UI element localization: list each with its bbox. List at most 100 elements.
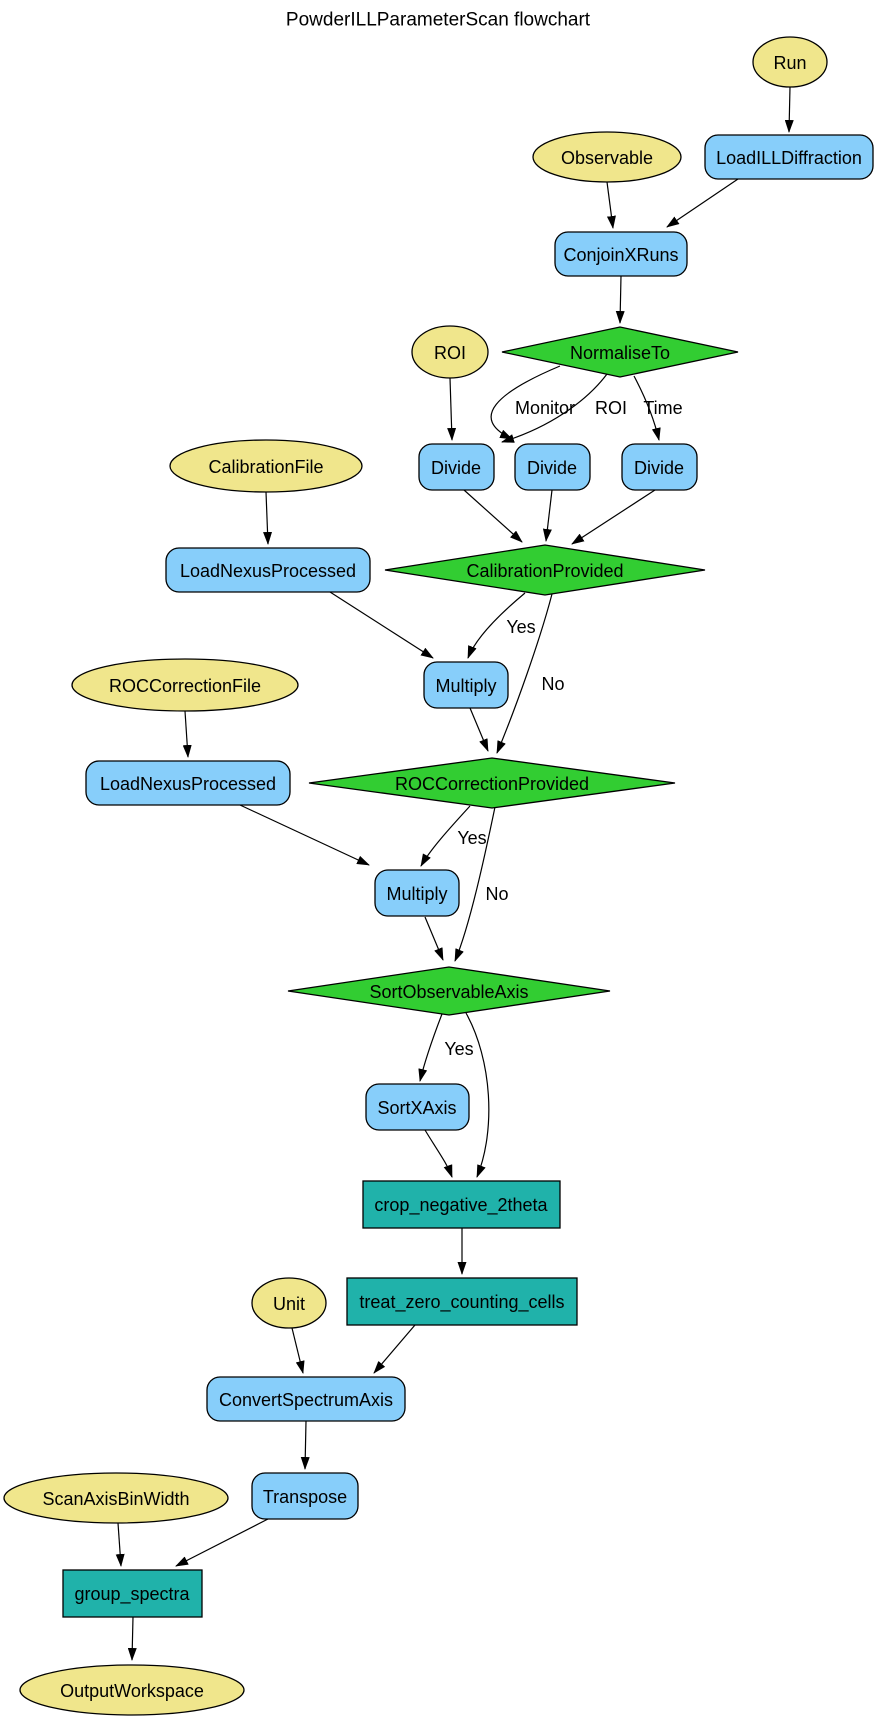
calibration-provided-label: CalibrationProvided <box>466 561 623 581</box>
sort-x-axis-label: SortXAxis <box>377 1098 456 1118</box>
node-divide-monitor: Divide <box>418 443 495 491</box>
load-nexus-processed-calibration-label: LoadNexusProcessed <box>180 561 356 581</box>
edge-convertspectrumaxis-to-transpose <box>300 1420 310 1470</box>
divide-monitor-box <box>418 443 495 491</box>
observable-ellipse <box>532 131 682 183</box>
run-label: Run <box>773 53 806 73</box>
edge-normaliseto-time-to-divide <box>633 375 661 441</box>
node-run: Run <box>752 36 828 88</box>
observable-label: Observable <box>561 148 653 168</box>
treat-zero-counting-cells-label: treat_zero_counting_cells <box>359 1292 564 1313</box>
roi-label: ROI <box>434 343 466 363</box>
edge-transpose-to-groupspectra <box>175 1518 269 1567</box>
multiply-calibration-label: Multiply <box>435 676 496 696</box>
edge-scanaxisbinwidth-to-groupspectra <box>115 1522 125 1567</box>
scan-axis-bin-width-label: ScanAxisBinWidth <box>42 1489 189 1509</box>
node-roi: ROI <box>411 325 489 379</box>
edge-roccorrectionfile-to-loadnexusprocessed <box>182 710 192 758</box>
node-treat-zero-counting-cells: treat_zero_counting_cells <box>346 1277 578 1326</box>
node-roc-correction-file: ROCCorrectionFile <box>71 658 299 712</box>
edge-calibrationprovided-yes-to-multiply <box>467 592 526 659</box>
group-spectra-box <box>62 1569 203 1618</box>
edge-loadnexusprocessed-to-multiply2 <box>239 804 370 866</box>
conjoin-x-runs-label: ConjoinXRuns <box>563 245 678 265</box>
divide-monitor-label: Divide <box>431 458 481 478</box>
node-calibration-provided: CalibrationProvided <box>384 544 706 596</box>
scan-axis-bin-width-ellipse <box>3 1472 229 1524</box>
edge-label-sort-yes: Yes <box>444 1039 473 1059</box>
transpose-box <box>251 1472 359 1520</box>
edge-treatzerocountingcells-to-convertspectrumaxis <box>373 1324 416 1374</box>
convert-spectrum-axis-box <box>206 1376 406 1422</box>
divide-roi-label: Divide <box>527 458 577 478</box>
node-normalise-to: NormaliseTo <box>501 326 739 378</box>
node-divide-time: Divide <box>621 443 698 491</box>
edge-conjoinxruns-to-normaliseto <box>615 275 625 324</box>
edge-label-calibration-yes: Yes <box>506 617 535 637</box>
load-nexus-processed-calibration-box <box>165 547 371 593</box>
edge-label-time: Time <box>643 398 682 418</box>
diagram-title: PowderILLParameterScan flowchart <box>286 10 591 31</box>
edge-label-monitor: Monitor <box>515 398 575 418</box>
edge-label-roi: ROI <box>595 398 627 418</box>
normalise-to-diamond <box>501 326 739 378</box>
edge-divide3-to-calibrationprovided <box>571 489 656 545</box>
node-divide-roi: Divide <box>514 443 591 491</box>
node-sort-x-axis: SortXAxis <box>365 1083 470 1131</box>
transpose-label: Transpose <box>263 1487 347 1507</box>
edge-multiply-to-roccorrectionprovided <box>469 707 489 752</box>
group-spectra-label: group_spectra <box>74 1584 190 1605</box>
load-nexus-processed-roc-label: LoadNexusProcessed <box>100 774 276 794</box>
roc-correction-file-label: ROCCorrectionFile <box>109 676 261 696</box>
unit-ellipse <box>251 1277 327 1329</box>
conjoin-x-runs-box <box>554 231 688 277</box>
sort-observable-axis-diamond <box>287 966 611 1016</box>
edge-label-calibration-no: No <box>541 674 564 694</box>
convert-spectrum-axis-label: ConvertSpectrumAxis <box>219 1390 393 1410</box>
load-nexus-processed-roc-box <box>85 760 291 806</box>
roc-correction-provided-label: ROCCorrectionProvided <box>395 774 589 794</box>
edge-unit-to-convertspectrumaxis <box>291 1327 305 1374</box>
node-conjoin-x-runs: ConjoinXRuns <box>554 231 688 277</box>
edge-loadilldiffraction-to-conjoinxruns <box>666 178 739 228</box>
edge-observable-to-conjoinxruns <box>606 181 616 229</box>
output-workspace-ellipse <box>19 1664 245 1716</box>
edge-roi-to-divide <box>447 377 457 441</box>
sort-x-axis-box <box>365 1083 470 1131</box>
node-observable: Observable <box>532 131 682 183</box>
edge-roccorrectionprovided-yes-to-multiply <box>420 805 471 867</box>
normalise-to-label: NormaliseTo <box>570 343 670 363</box>
node-sort-observable-axis: SortObservableAxis <box>287 966 611 1016</box>
edge-roccorrectionprovided-no-to-sortobservableaxis <box>454 806 496 962</box>
node-roc-correction-provided: ROCCorrectionProvided <box>308 757 676 809</box>
load-ill-diffraction-box <box>704 134 874 180</box>
multiply-calibration-box <box>423 661 509 709</box>
node-transpose: Transpose <box>251 1472 359 1520</box>
output-workspace-label: OutputWorkspace <box>60 1681 204 1701</box>
roc-correction-file-ellipse <box>71 658 299 712</box>
crop-negative-2theta-label: crop_negative_2theta <box>374 1195 548 1216</box>
multiply-roc-box <box>374 869 460 917</box>
edge-normaliseto-roi-to-divide <box>501 373 608 443</box>
calibration-file-ellipse <box>169 439 363 493</box>
edge-calibrationprovided-no-to-roccorrectionprovided <box>496 593 553 754</box>
edge-loadnexusprocessed-to-multiply <box>329 591 434 659</box>
edge-label-roc-yes: Yes <box>457 828 486 848</box>
edge-divide2-to-calibrationprovided <box>542 489 553 542</box>
node-load-nexus-processed-roc: LoadNexusProcessed <box>85 760 291 806</box>
load-ill-diffraction-label: LoadILLDiffraction <box>716 148 862 168</box>
node-output-workspace: OutputWorkspace <box>19 1664 245 1716</box>
edge-groupspectra-to-outputworkspace <box>127 1616 137 1661</box>
unit-label: Unit <box>273 1294 305 1314</box>
node-group-spectra: group_spectra <box>62 1569 203 1618</box>
divide-roi-box <box>514 443 591 491</box>
edge-divide1-to-calibrationprovided <box>463 489 523 543</box>
calibration-provided-diamond <box>384 544 706 596</box>
edge-sortobservableaxis-to-cropnegative2theta <box>465 1012 490 1178</box>
node-scan-axis-bin-width: ScanAxisBinWidth <box>3 1472 229 1524</box>
node-calibration-file: CalibrationFile <box>169 439 363 493</box>
edge-sortobservableaxis-yes-to-sortxaxis <box>418 1013 443 1082</box>
node-load-ill-diffraction: LoadILLDiffraction <box>704 134 874 180</box>
node-convert-spectrum-axis: ConvertSpectrumAxis <box>206 1376 406 1422</box>
